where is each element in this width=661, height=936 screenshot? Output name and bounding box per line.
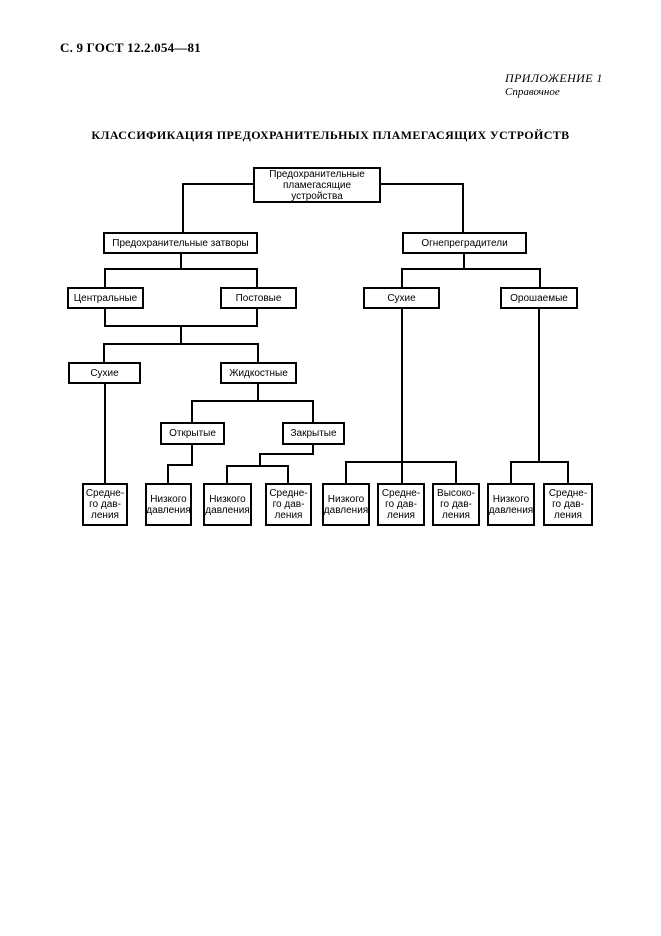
connector-line — [463, 254, 465, 270]
connector-line — [510, 461, 569, 463]
node-medium-pressure-3: Средне- го дав- ления — [377, 483, 425, 526]
connector-line — [287, 465, 289, 483]
connector-line — [103, 343, 259, 345]
node-low-pressure-1: Низкого давления — [145, 483, 192, 526]
node-high-pressure-1: Высоко- го дав- ления — [432, 483, 480, 526]
connector-line — [104, 384, 106, 483]
connector-line — [401, 309, 403, 463]
connector-line — [226, 465, 289, 467]
node-dry-shutters: Сухие — [68, 362, 141, 384]
node-liquid: Жидкостные — [220, 362, 297, 384]
connector-line — [104, 309, 106, 327]
connector-line — [510, 461, 512, 483]
connector-line — [104, 268, 258, 270]
connector-line — [191, 445, 193, 466]
node-irrigated: Орошаемые — [500, 287, 578, 309]
doc-reference: С. 9 ГОСТ 12.2.054—81 — [60, 40, 201, 55]
connector-line — [256, 268, 258, 287]
connector-line — [191, 400, 193, 422]
connector-line — [401, 268, 541, 270]
connector-line — [182, 183, 253, 185]
node-low-pressure-2: Низкого давления — [203, 483, 252, 526]
connector-line — [345, 461, 347, 483]
node-flame-arresters: Огнепреградители — [402, 232, 527, 254]
connector-line — [539, 268, 541, 287]
node-medium-pressure-4: Средне- го дав- ления — [543, 483, 593, 526]
connector-line — [182, 183, 184, 232]
connector-line — [256, 309, 258, 327]
connector-line — [167, 464, 193, 466]
node-safety-shutters: Предохранительные затворы — [103, 232, 258, 254]
connector-line — [538, 309, 540, 463]
connector-line — [167, 464, 169, 483]
node-dry-arresters: Сухие — [363, 287, 440, 309]
connector-line — [259, 453, 261, 467]
connector-line — [462, 183, 464, 232]
node-low-pressure-3: Низкого давления — [322, 483, 370, 526]
annex-label: ПРИЛОЖЕНИЕ 1 — [505, 71, 603, 85]
annex-block: ПРИЛОЖЕНИЕ 1 Справочное — [505, 72, 603, 99]
node-central: Центральные — [67, 287, 144, 309]
connector-line — [401, 461, 403, 483]
connector-line — [226, 465, 228, 483]
connector-line — [191, 400, 314, 402]
annex-subtitle: Справочное — [505, 86, 560, 98]
node-low-pressure-4: Низкого давления — [487, 483, 535, 526]
connector-line — [312, 445, 314, 455]
connector-line — [257, 343, 259, 362]
node-medium-pressure-2: Средне- го дав- ления — [265, 483, 312, 526]
connector-line — [401, 268, 403, 287]
connector-line — [312, 400, 314, 422]
node-post: Постовые — [220, 287, 297, 309]
node-closed: Закрытые — [282, 422, 345, 445]
connector-line — [567, 461, 569, 483]
connector-line — [180, 325, 182, 345]
connector-line — [257, 384, 259, 402]
node-open: Открытые — [160, 422, 225, 445]
connector-line — [381, 183, 464, 185]
connector-line — [259, 453, 314, 455]
connector-line — [455, 461, 457, 483]
connector-line — [104, 268, 106, 287]
connector-line — [180, 254, 182, 270]
diagram-title: КЛАССИФИКАЦИЯ ПРЕДОХРАНИТЕЛЬНЫХ ПЛАМЕГАС… — [91, 128, 570, 142]
node-root: Предохранительные пламегасящие устройств… — [253, 167, 381, 203]
node-medium-pressure-1: Средне- го дав- ления — [82, 483, 128, 526]
connector-line — [103, 343, 105, 362]
